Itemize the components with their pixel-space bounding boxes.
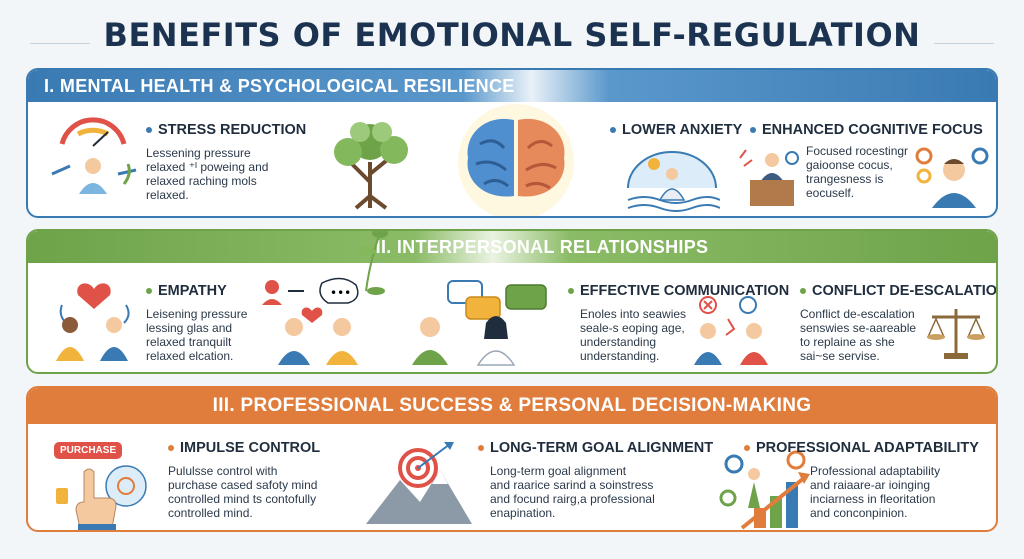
title-bar: BENEFITS OF EMOTIONAL SELF-REGULATION: [0, 10, 1024, 60]
speaker-at-podium-icon: [739, 149, 799, 206]
item-cognitive-focus-text: Focused rocestingr gaioonse cocus, trang…: [806, 144, 908, 200]
focused-person-icon: [915, 147, 989, 208]
item-long-term-goal: LONG-TERM GOAL ALIGNMENT Long-term goal …: [478, 440, 713, 520]
svg-text:•••: •••: [330, 286, 351, 300]
bullet-icon: [750, 127, 756, 134]
item-text: Leisening pressure lessing glas and rela…: [146, 307, 248, 363]
disagreement-icon: [694, 296, 768, 365]
bullet-icon: [146, 127, 152, 134]
item-text: Enoles into seawies seale-s eoping age, …: [580, 307, 687, 363]
bullet-icon: [146, 288, 152, 295]
item-text: Professional adaptability and raiaare-ar…: [810, 464, 941, 520]
item-text: Focused rocestingr gaioonse cocus, trang…: [806, 144, 909, 200]
item-title: EFFECTIVE COMMUNICATION: [580, 283, 790, 299]
section-mental-health: I. MENTAL HEALTH & PSYCHOLOGICAL RESILIE…: [26, 68, 998, 218]
item-title: LONG-TERM GOAL ALIGNMENT: [490, 440, 714, 456]
section-professional: III. PROFESSIONAL SUCCESS & PERSONAL DEC…: [26, 386, 998, 532]
section-interpersonal: II. INTERPERSONAL RELATIONSHIPS EMPATHY …: [26, 229, 998, 374]
conversation-icon: [412, 280, 547, 366]
people-group-icon: •••: [262, 277, 359, 365]
item-text: Long-term goal alignment and raarice sar…: [490, 464, 655, 520]
bullet-icon: [478, 445, 484, 452]
item-conflict-de-escalation: CONFLICT DE-ESCALATION Conflict de-escal…: [800, 283, 998, 363]
item-impulse-control: IMPULSE CONTROL Pululsse control with pu…: [168, 440, 320, 520]
item-title: ENHANCED COGNITIVE FOCUS: [762, 122, 983, 138]
empathy-icon: [56, 283, 130, 361]
item-text: Pululsse control with purchase cased saf…: [168, 464, 318, 520]
item-lower-anxiety: LOWER ANXIETY: [610, 122, 742, 138]
section-heading: II. INTERPERSONAL RELATIONSHIPS: [28, 231, 996, 263]
item-stress-reduction: STRESS REDUCTION Lessening pressure rela…: [146, 122, 306, 202]
item-effective-communication: EFFECTIVE COMMUNICATION Enoles into seaw…: [568, 283, 789, 363]
bullet-icon: [744, 445, 750, 452]
stress-reduction-illustration: [51, 117, 137, 194]
section-heading: III. PROFESSIONAL SUCCESS & PERSONAL DEC…: [28, 388, 996, 424]
bullet-icon: [568, 288, 574, 295]
item-title: EMPATHY: [158, 283, 227, 299]
item-title: LOWER ANXIETY: [622, 122, 743, 138]
item-text: Lessening pressure relaxed ⁺ᴵ poweing an…: [146, 146, 269, 202]
bullet-icon: [610, 127, 616, 134]
brain-icon: [458, 104, 574, 216]
item-title: CONFLICT DE-ESCALATION: [812, 283, 998, 299]
item-professional-adaptability: PROFESSIONAL ADAPTABILITY Professional a…: [744, 440, 979, 520]
page-title: BENEFITS OF EMOTIONAL SELF-REGULATION: [89, 16, 935, 54]
purchase-badge: PURCHASE: [54, 442, 123, 459]
item-text: Conflict de-escalation senswies se-aarea…: [800, 307, 917, 363]
meditation-icon: [627, 151, 720, 212]
target-mountain-icon: [366, 442, 472, 524]
item-empathy: EMPATHY Leisening pressure lessing glas …: [146, 283, 247, 363]
item-title: IMPULSE CONTROL: [180, 440, 321, 456]
growth-chart-icon: [719, 450, 810, 530]
item-title: STRESS REDUCTION: [158, 122, 307, 138]
balance-scale-icon: [926, 309, 986, 359]
tree-icon: [334, 122, 408, 210]
bullet-icon: [168, 445, 174, 452]
section-heading: I. MENTAL HEALTH & PSYCHOLOGICAL RESILIE…: [28, 70, 996, 102]
item-cognitive-focus: ENHANCED COGNITIVE FOCUS: [750, 122, 983, 138]
leaf-sprig-icon: [357, 231, 388, 295]
bullet-icon: [800, 288, 806, 295]
hand-tap-icon: [56, 465, 147, 530]
item-title: PROFESSIONAL ADAPTABILITY: [756, 440, 979, 456]
